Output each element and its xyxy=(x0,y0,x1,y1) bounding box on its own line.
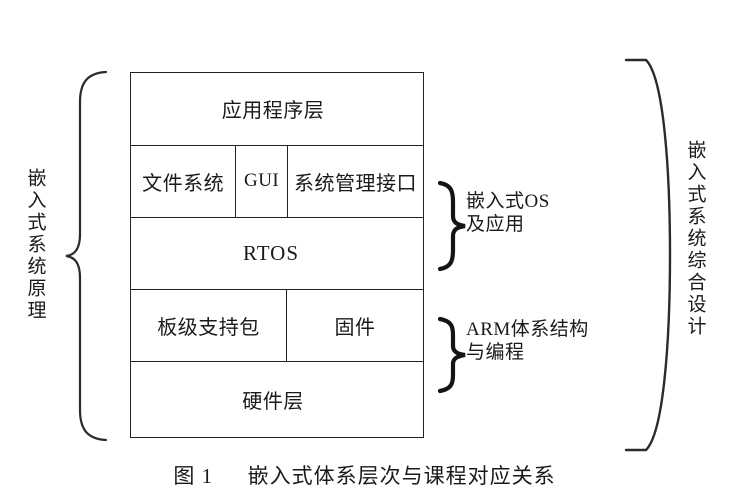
cell-hardware-layer: 硬件层 xyxy=(131,362,423,437)
layer-row-application: 应用程序层 xyxy=(131,73,423,146)
figure-caption: 图 1 嵌入式体系层次与课程对应关系 xyxy=(0,460,729,490)
cell-rtos: RTOS xyxy=(131,218,423,289)
layer-row-middleware: 文件系统 GUI 系统管理接口 xyxy=(131,145,423,219)
cell-label: 硬件层 xyxy=(242,391,304,414)
os-annotation-brace-icon xyxy=(437,180,466,272)
cell-label: 应用程序层 xyxy=(221,100,325,123)
cell-system-management-interface: 系统管理接口 xyxy=(293,172,417,195)
right-brace-icon xyxy=(624,58,672,452)
os-annotation-line1: 嵌入式OS xyxy=(466,191,550,212)
cell-gui: GUI xyxy=(236,145,288,218)
cell-label: RTOS xyxy=(242,241,300,266)
os-annotation-text: 嵌入式OS 及应用 xyxy=(466,190,550,236)
arm-annotation-brace-icon xyxy=(437,316,466,394)
figure-number: 图 1 xyxy=(173,464,214,488)
cell-application-layer: 应用程序层 xyxy=(131,73,423,145)
arm-annotation-text: ARM体系结构 与编程 xyxy=(466,318,589,364)
os-annotation-line2: 及应用 xyxy=(466,214,525,236)
figure-caption-text: 嵌入式体系层次与课程对应关系 xyxy=(247,464,556,488)
cell-firmware: 固件 xyxy=(334,317,376,340)
layer-row-bsp: 板级支持包 固件 xyxy=(131,289,423,363)
architecture-stack: 应用程序层 文件系统 GUI 系统管理接口 RTOS 板级支持包 固件 硬件层 xyxy=(130,72,424,438)
right-course-label: 嵌入式系统综合设计 xyxy=(684,140,706,338)
left-course-label: 嵌入式系统原理 xyxy=(24,168,46,322)
left-brace-icon xyxy=(65,70,108,442)
layer-row-rtos: RTOS xyxy=(131,218,423,290)
cell-file-system: 文件系统 xyxy=(131,145,237,218)
arm-annotation-line1: ARM体系结构 xyxy=(466,319,589,340)
cell-board-support-package: 板级支持包 xyxy=(131,289,287,362)
layer-row-hardware: 硬件层 xyxy=(131,362,423,437)
arm-annotation-line2: 与编程 xyxy=(466,342,525,364)
